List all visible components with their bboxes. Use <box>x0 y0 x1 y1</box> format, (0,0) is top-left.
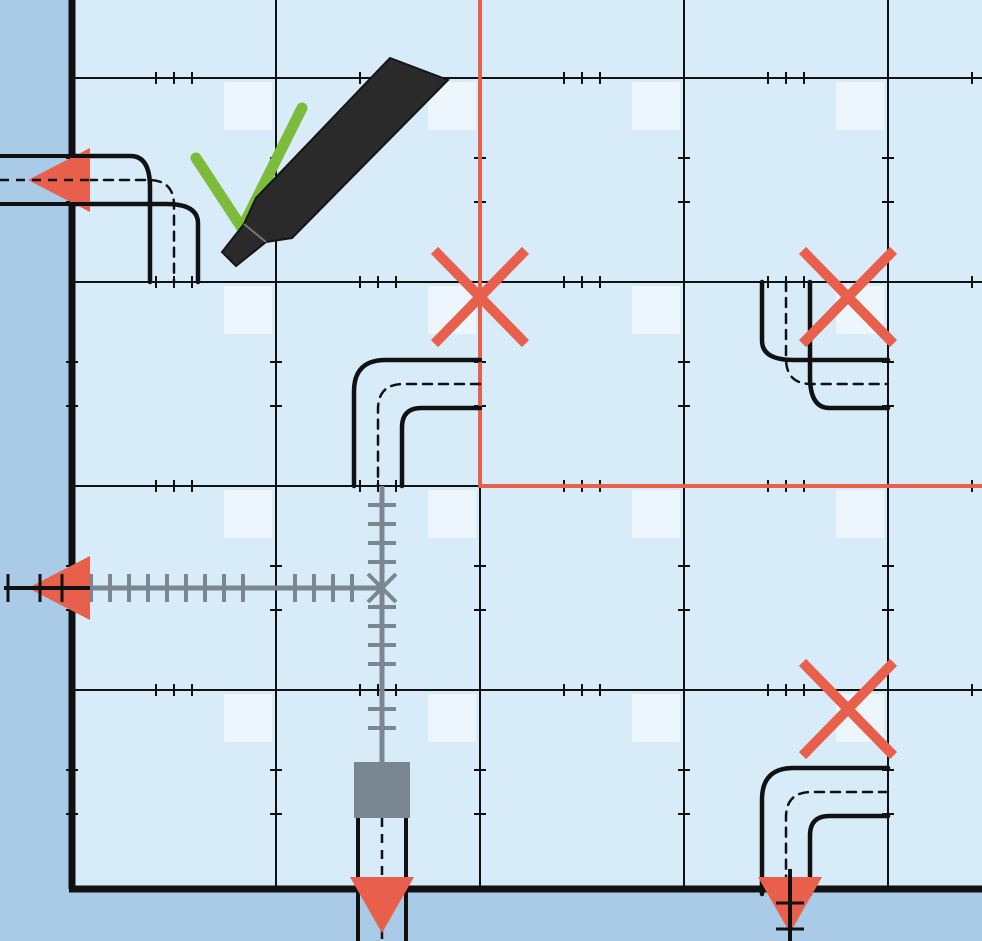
cell-glint <box>632 694 680 742</box>
road-edge <box>759 279 891 363</box>
board-cell[interactable] <box>72 690 276 894</box>
cell-glint <box>224 490 272 538</box>
board-grid <box>66 0 982 893</box>
cross-icon <box>798 658 898 760</box>
board-cell[interactable] <box>684 78 888 282</box>
road-edge <box>399 405 483 489</box>
cell-glint <box>632 82 680 130</box>
cell-glint <box>836 490 884 538</box>
cell-glint <box>224 694 272 742</box>
cell-glint <box>428 490 476 538</box>
board-cell[interactable] <box>684 486 888 690</box>
cell-glint <box>632 490 680 538</box>
cell-glint <box>836 82 884 130</box>
road-edge <box>69 153 153 285</box>
marker-pen-icon[interactable] <box>220 56 450 268</box>
board-cell[interactable] <box>888 690 982 894</box>
exit-arrow-icon <box>350 877 414 933</box>
cell-glint <box>428 694 476 742</box>
road-centre-line <box>376 382 482 488</box>
road-edge <box>807 279 891 411</box>
rail-junction <box>366 572 398 604</box>
road-edge <box>807 813 891 897</box>
marker-pen-body <box>220 56 450 268</box>
cell-glint <box>224 286 272 334</box>
drawn-routes <box>69 153 891 941</box>
exit-arrow-icon <box>28 148 90 212</box>
road-centre-line <box>784 790 890 896</box>
board-cell[interactable] <box>480 282 684 486</box>
marker-pen-band <box>243 223 267 243</box>
board-cell[interactable] <box>480 690 684 894</box>
board-cell[interactable] <box>888 486 982 690</box>
board-paper <box>70 0 982 890</box>
highlighted-region-outline <box>478 0 982 488</box>
road-edge <box>351 357 483 489</box>
cross-icon <box>430 246 530 348</box>
cell-glint <box>224 82 272 130</box>
board-cell[interactable] <box>480 78 684 282</box>
station-icon <box>354 762 410 818</box>
cross-icon <box>798 246 898 348</box>
board-exits <box>0 148 822 941</box>
road-edge <box>759 765 891 897</box>
board-cell[interactable] <box>888 282 982 486</box>
board-cell[interactable] <box>480 486 684 690</box>
cell-glint <box>632 286 680 334</box>
board-cell[interactable] <box>888 78 982 282</box>
board-cell[interactable] <box>72 282 276 486</box>
road-edge <box>69 201 201 285</box>
